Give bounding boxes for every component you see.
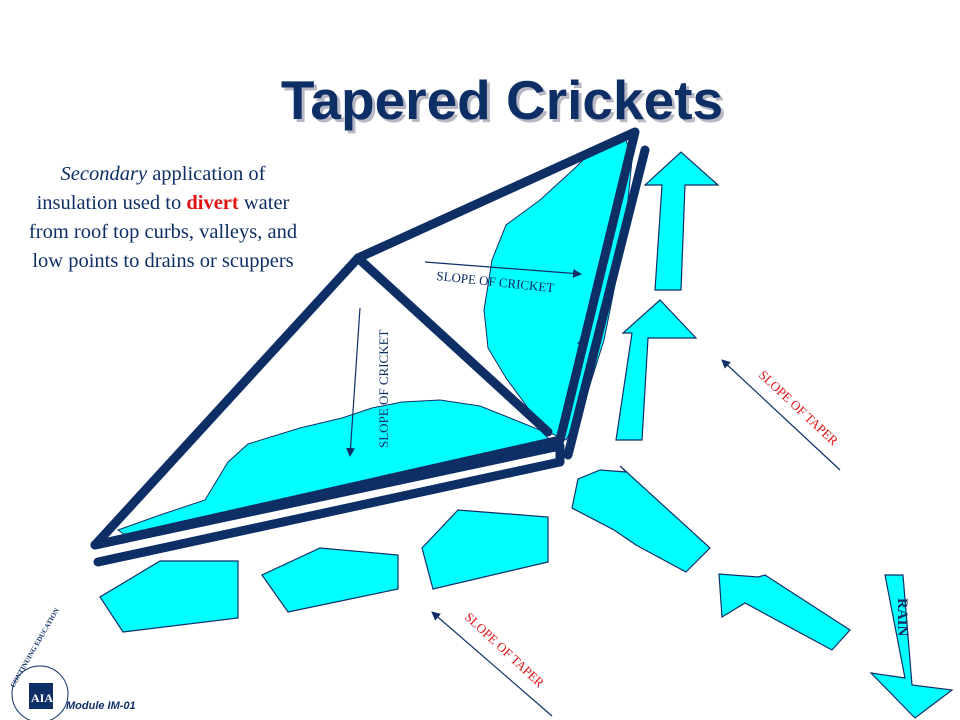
flow-arrow [718, 573, 851, 651]
flow-arrow [99, 560, 239, 633]
page-title: Tapered Crickets [280, 69, 724, 131]
flow-arrow [571, 465, 711, 573]
slope-of-cricket-label: SLOPE OF CRICKET [376, 329, 391, 448]
taper-slope-arrow [721, 359, 841, 471]
rain-label: RAIN [894, 598, 910, 637]
rain-arrow [869, 574, 954, 719]
drain-mark [577, 341, 582, 346]
aia-logo-icon: CONTINUING EDUCATION AIA [9, 607, 69, 720]
slope-of-taper-label: SLOPE OF TAPER [756, 367, 842, 448]
taper-slope-arrow [431, 611, 553, 717]
cricket-frame [90, 127, 650, 567]
flow-arrows [99, 151, 954, 719]
svg-text:CONTINUING EDUCATION: CONTINUING EDUCATION [9, 607, 61, 689]
description-text: Secondary application of insulation used… [28, 160, 298, 276]
cricket-slope-arrow [346, 307, 361, 457]
flow-arrow [643, 151, 720, 291]
description-highlight: divert [186, 192, 239, 214]
footer-module: Module IM-01 [66, 700, 136, 712]
cricket-slope-arrow [424, 261, 582, 278]
description-emphasis: Secondary [60, 163, 148, 185]
svg-text:AIA: AIA [31, 691, 53, 705]
flow-arrow [615, 299, 698, 441]
drain-mark [624, 157, 630, 163]
description-part: application of insulation used to [36, 163, 266, 214]
flow-arrow [261, 547, 399, 613]
description-part: water from roof top curbs, valleys, and … [28, 192, 298, 272]
flow-arrow [421, 509, 549, 590]
